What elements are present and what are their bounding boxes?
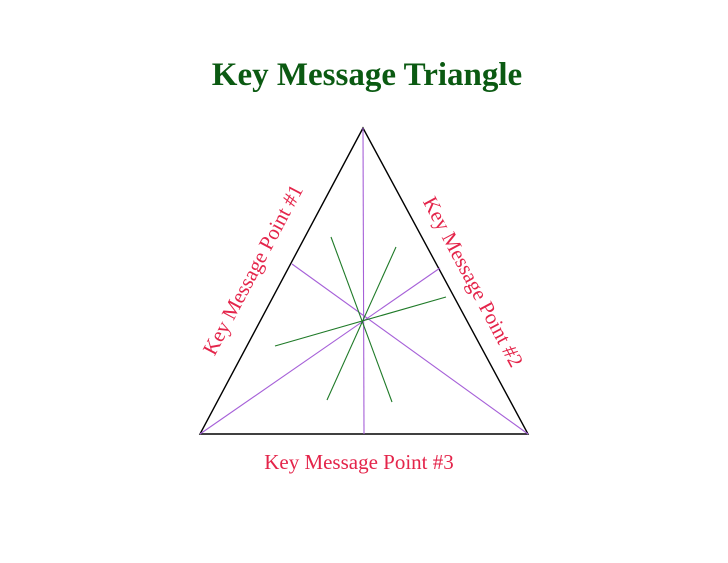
page-title: Key Message Triangle bbox=[211, 57, 523, 93]
label-key-message-point-2: Key Message Point #2 bbox=[418, 192, 528, 371]
green-spoke-1 bbox=[330, 236, 393, 403]
label-key-message-point-1: Key Message Point #1 bbox=[198, 180, 308, 359]
label-key-message-point-3: Key Message Point #3 bbox=[264, 450, 454, 474]
green-spoke-2 bbox=[326, 246, 397, 401]
median-line-top bbox=[362, 127, 365, 435]
median-line-right bbox=[199, 267, 441, 435]
green-spoke-3 bbox=[274, 296, 447, 347]
median-line-left bbox=[291, 263, 529, 435]
